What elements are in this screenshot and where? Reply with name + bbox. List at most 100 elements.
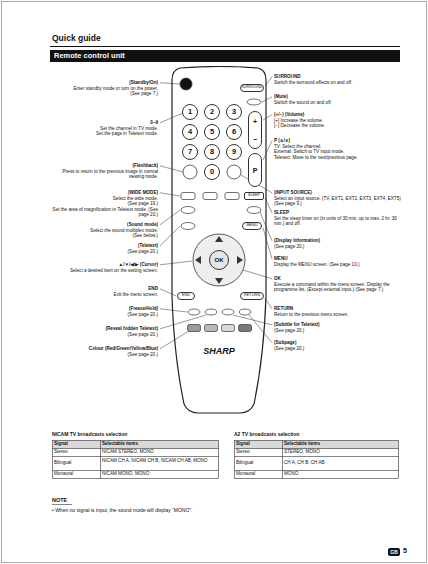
digit-button: 2 (204, 104, 220, 120)
callout-group: OKExecute a command within the menu scre… (274, 276, 404, 293)
cursor-arrow (215, 278, 223, 284)
table-cell: NICAM STEREO, MONO (102, 449, 216, 455)
table-cell: Monaural (236, 471, 255, 477)
heading-rule (50, 46, 400, 47)
leader-line (265, 77, 272, 86)
button-label: − (253, 136, 257, 143)
table-outline (53, 441, 219, 479)
callout-group: SLEEPSet the sleep timer on (in units of… (274, 210, 404, 227)
leader-line (263, 115, 272, 120)
digit-button: 5 (204, 124, 220, 140)
brand-logo: SHARP (203, 347, 235, 356)
digit-button: 8 (204, 144, 220, 160)
leader-line (262, 97, 272, 102)
table-rule (53, 448, 219, 449)
callout-group: (Sound mode)Select the sound multiplex m… (46, 222, 158, 239)
callout-group: (Mute)Switch the sound on and off. (274, 94, 404, 105)
button-label: Remote control unit (54, 52, 125, 60)
callout-title: 0–9 (46, 120, 158, 126)
text-box: NICAM CH A, NICAM CH B, NICAM CH AB, MON… (102, 458, 216, 464)
return-button: RETURN (240, 292, 264, 300)
button-label: 1 (188, 108, 192, 116)
table-cell: STEREO, MONO (284, 449, 320, 455)
leader-line (263, 228, 272, 259)
callout-text: Select a desired item on the setting scr… (46, 268, 158, 274)
callout-group: SURROUNDSwitch the surround effects on a… (274, 74, 404, 85)
callout-text: Select the wide mode. (46, 196, 158, 202)
button-label: 3 (232, 108, 236, 116)
dual-button (203, 193, 217, 200)
callout-group: (Teletext)(See page 20.) (46, 243, 158, 254)
digit-button: 9 (226, 144, 242, 160)
button-label: 5 (210, 128, 214, 136)
callout-text: (See page 20.) (274, 346, 404, 352)
callout-text: (See below.) (46, 233, 158, 239)
yellow-button (222, 325, 235, 332)
callout-title: (WIDE MODE) (46, 190, 158, 196)
blue-button (239, 325, 252, 332)
table-cell: MONO (284, 471, 298, 477)
button-label: MENU (246, 224, 257, 228)
callout-text: Display the MENU screen. (See page 10.) (274, 262, 404, 268)
info-button (247, 207, 261, 214)
button-label: 0 (210, 168, 214, 176)
button-label: 6 (232, 128, 236, 136)
table-cell: Bilingual (236, 460, 253, 466)
text-box: CH A, CH B, CH AB (284, 460, 325, 466)
wide-button (181, 193, 195, 200)
callout-text: (See page 7.) (46, 91, 158, 97)
callout-text: [−] Decrease the volume. (274, 123, 404, 129)
callout-group: 0–9Set the channel in TV mode.Set the pa… (46, 120, 158, 137)
callout-text: Return to the previous menu screen. (274, 312, 404, 318)
button-label: GB (390, 550, 398, 555)
volume-rocker: +− (248, 111, 262, 149)
callout-group: ▲/▼/◀/▶ (Cursor)Select a desired item on… (46, 262, 158, 273)
callout-text: (See page 20.) (274, 328, 404, 334)
callout-title: (Freeze/Hold) (46, 306, 158, 312)
callout-group: (Reveal hidden Teletext)(See page 20.) (46, 326, 158, 337)
callout-title: P (∧/∨) (274, 138, 404, 144)
page-title: Quick guide (52, 34, 101, 43)
leader-line (241, 175, 272, 193)
callout-text: Set the area of magnification in Teletex… (46, 207, 158, 218)
callout-title: Colour (Red/Green/Yellow/Blue) (46, 346, 158, 352)
channel-rocker: P (248, 153, 262, 187)
text-box: MONO (284, 471, 298, 477)
text-box: Monaural (236, 471, 255, 477)
text-box: Monaural (54, 471, 73, 477)
surround-button: SURROUND (240, 84, 264, 92)
leader-line (160, 83, 180, 84)
callout-text: Press to return to the previous image in… (46, 169, 158, 180)
callout-text: (See page 20.) (46, 312, 158, 318)
callout-text: Set the page in Teletext mode. (46, 131, 158, 137)
callout-text: External: Switch to TV input mode. (274, 149, 404, 155)
callout-title: (Standby/On) (46, 80, 158, 86)
callout-title: (Display Information) (274, 238, 404, 244)
callout-title: (Subpage) (274, 340, 404, 346)
leader-line (160, 261, 192, 265)
digit-button: 3 (226, 104, 242, 120)
text-box: STEREO, MONO (284, 449, 320, 455)
table-cell: CH A, CH B, CH AB (284, 460, 325, 466)
cursor-arrow (195, 256, 201, 264)
cursor-arrow (215, 236, 223, 242)
table-cell: NICAM MONO, MONO (102, 471, 216, 477)
callout-text: [+] Increase the volume. (274, 118, 404, 124)
text-box: Bilingual (236, 460, 253, 466)
callout-text: Select an input source. (TV, EXT1, EXT2,… (274, 196, 404, 207)
mute-button (247, 99, 261, 105)
callout-text: Set the sleep timer on (in units of 30 m… (274, 216, 404, 227)
end-button: END (177, 292, 195, 300)
callout-text: (See page 20.) (46, 332, 158, 338)
callout-text: Teletext: Move to the next/previous page… (274, 155, 404, 161)
callout-title: (Reveal hidden Teletext) (46, 326, 158, 332)
callout-text: (See page 20.) (274, 244, 404, 250)
text-box: • When no signal is input, the sound mod… (52, 507, 392, 513)
callout-text: (See page 20.) (46, 352, 158, 358)
table-head: Signal (236, 441, 250, 447)
title-box: Quick guide (52, 34, 101, 43)
text-box: A2 TV broadcasts selection (234, 431, 299, 437)
subtitle-button (222, 309, 234, 315)
teletext-button (181, 223, 195, 230)
